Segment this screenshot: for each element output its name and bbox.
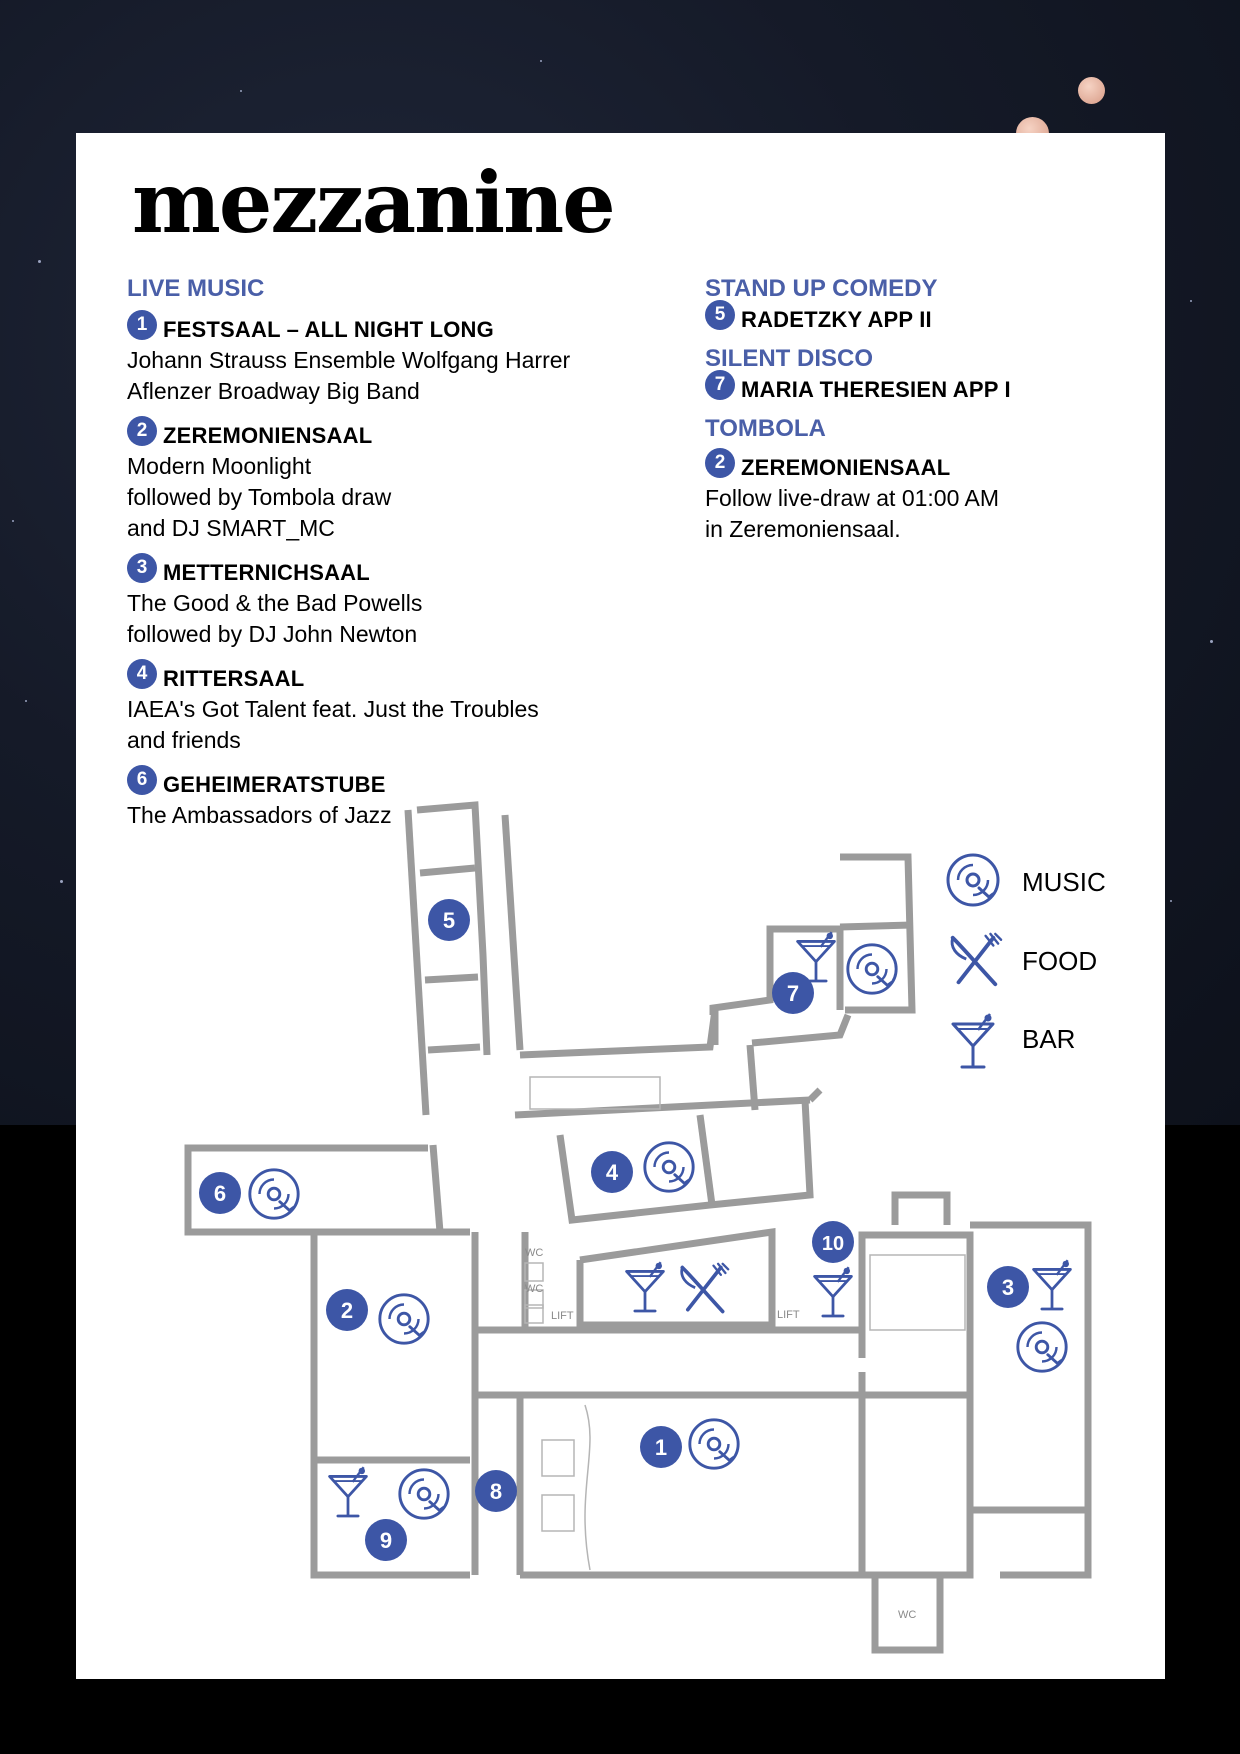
venue-detail: followed by Tombola draw: [127, 484, 392, 510]
venue-detail: and friends: [127, 727, 241, 753]
venue-name: MARIA THERESIEN APP I: [741, 377, 1011, 402]
bar-icon: [625, 1260, 665, 1313]
venue-name: METTERNICHSAAL: [163, 560, 370, 585]
venue-detail: Johann Strauss Ensemble Wolfgang Harrer: [127, 347, 571, 373]
map-marker-8[interactable]: 8: [475, 1470, 517, 1512]
music-icon: [378, 1293, 430, 1345]
map-marker-6[interactable]: 6: [199, 1172, 241, 1214]
svg-text:1: 1: [655, 1435, 667, 1460]
bar-icon: [813, 1265, 853, 1318]
map-marker-3[interactable]: 3: [987, 1266, 1029, 1308]
floor-plan-walls: [184, 801, 1092, 1654]
svg-text:7: 7: [787, 981, 799, 1006]
venue-number: 4: [127, 659, 157, 689]
venue-name: GEHEIMERATSTUBE: [163, 772, 386, 797]
bar-icon: [1032, 1258, 1072, 1311]
svg-text:6: 6: [214, 1181, 226, 1206]
wc-label: WC: [525, 1283, 543, 1295]
music-icon: [1016, 1321, 1068, 1373]
venue-detail: IAEA's Got Talent feat. Just the Trouble…: [127, 696, 539, 722]
music-icon: [846, 943, 898, 995]
svg-text:2: 2: [341, 1298, 353, 1323]
map-markers: 1 2 3 4 5 6 7 8 9 10: [199, 899, 1029, 1561]
music-icon: [248, 1168, 300, 1220]
venue-name: ZEREMONIENSAAL: [741, 455, 951, 480]
tombola-heading: TOMBOLA: [705, 415, 826, 442]
venue-number: 3: [127, 553, 157, 583]
music-icon: [688, 1418, 740, 1470]
lift-label: LIFT: [777, 1309, 800, 1321]
venue-number: 5: [705, 300, 735, 330]
venue-detail: followed by DJ John Newton: [127, 621, 418, 647]
legend-label-food: FOOD: [1022, 946, 1097, 976]
svg-text:10: 10: [822, 1233, 844, 1255]
svg-text:3: 3: [1002, 1275, 1014, 1300]
music-icon: [643, 1141, 695, 1193]
wc-label: WC: [898, 1609, 916, 1621]
venue-number: 2: [705, 448, 735, 478]
bar-icon: [328, 1465, 368, 1518]
venue-detail: Follow live-draw at 01:00 AM: [705, 485, 1000, 511]
bar-icon: [951, 1012, 995, 1069]
lift-label: LIFT: [551, 1310, 574, 1322]
venue-detail: in Zeremoniensaal.: [705, 516, 901, 542]
venue-number: 6: [127, 765, 157, 795]
page-title: mezzanine: [132, 153, 616, 252]
svg-text:5: 5: [443, 908, 455, 933]
silent-disco-heading: SILENT DISCO: [705, 345, 874, 372]
map-marker-10[interactable]: 10: [812, 1221, 854, 1263]
food-icon: [679, 1262, 730, 1314]
bar-icon: [796, 930, 836, 983]
music-icon: [946, 853, 1000, 907]
venue-name: RADETZKY APP II: [741, 307, 932, 332]
live-music-heading: LIVE MUSIC: [127, 275, 265, 302]
venue-number: 7: [705, 370, 735, 400]
venue-detail: The Good & the Bad Powells: [127, 590, 423, 616]
venue-name: ZEREMONIENSAAL: [163, 423, 373, 448]
map-marker-2[interactable]: 2: [326, 1289, 368, 1331]
svg-text:8: 8: [490, 1479, 502, 1504]
wc-label: WC: [525, 1247, 543, 1259]
map-marker-7[interactable]: 7: [772, 972, 814, 1014]
stand-up-heading: STAND UP COMEDY: [705, 275, 938, 302]
floor-plan-details: [524, 1076, 966, 1571]
map-marker-5[interactable]: 5: [428, 899, 470, 941]
legend-label-music: MUSIC: [1022, 867, 1106, 897]
venue-name: FESTSAAL – ALL NIGHT LONG: [163, 317, 494, 342]
svg-text:4: 4: [606, 1160, 619, 1185]
venue-number: 2: [127, 416, 157, 446]
map-marker-1[interactable]: 1: [640, 1426, 682, 1468]
map-legend: MUSIC FOOD BAR: [946, 853, 1106, 1069]
food-icon: [950, 932, 1003, 987]
venue-number: 1: [127, 310, 157, 340]
map-marker-4[interactable]: 4: [591, 1151, 633, 1193]
venue-name: RITTERSAAL: [163, 666, 305, 691]
legend-label-bar: BAR: [1022, 1024, 1075, 1054]
venue-detail: The Ambassadors of Jazz: [127, 802, 392, 828]
map-marker-9[interactable]: 9: [365, 1519, 407, 1561]
svg-text:9: 9: [380, 1528, 392, 1553]
venue-detail: Modern Moonlight: [127, 453, 312, 479]
music-icon: [398, 1468, 450, 1520]
venue-detail: Aflenzer Broadway Big Band: [127, 378, 420, 404]
planet-decoration-small: [1078, 77, 1105, 104]
venue-detail: and DJ SMART_MC: [127, 515, 335, 541]
